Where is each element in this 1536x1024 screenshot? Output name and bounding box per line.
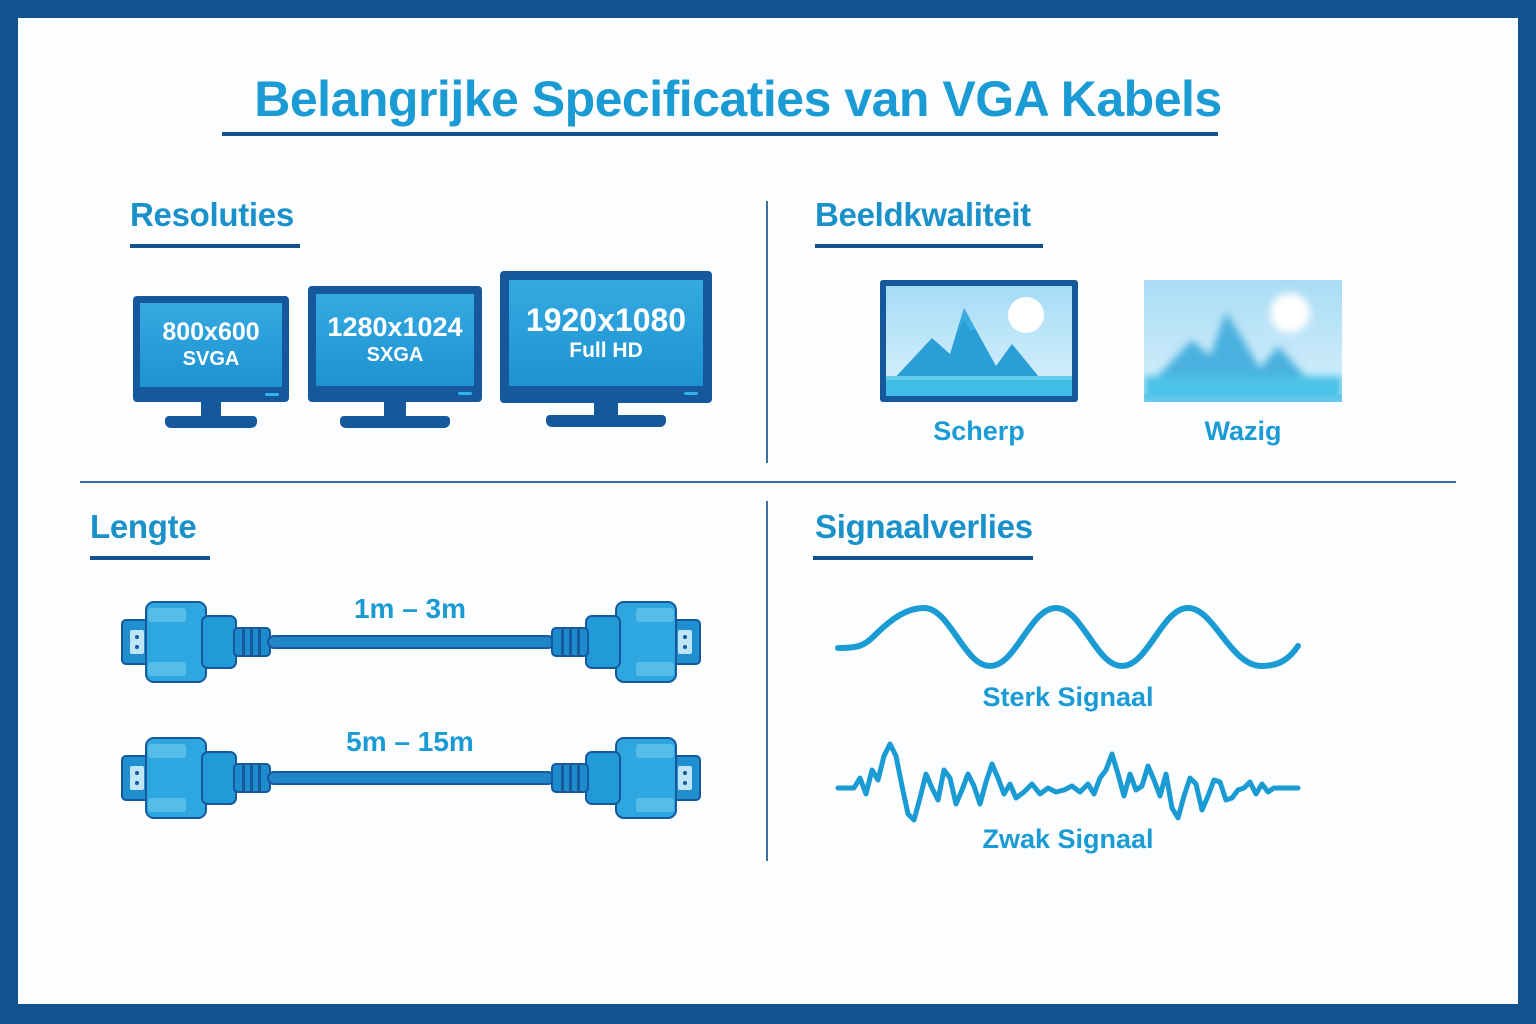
signal-label-sterk: Sterk Signaal (982, 682, 1154, 712)
resolution-value: 1280x1024 (327, 312, 463, 343)
infographic-frame: Belangrijke Specificaties van VGA Kabels… (18, 18, 1518, 1004)
image-label-wazig: Wazig (1204, 416, 1282, 446)
cable-length-label: 5m – 15m (346, 726, 474, 757)
section-heading-underline (130, 244, 300, 248)
cable-length-label: 1m – 3m (353, 593, 467, 624)
resolution-standard: Full HD (569, 339, 643, 362)
page-title: Belangrijke Specificaties van VGA Kabels (254, 71, 1222, 127)
section-heading-beeldkwaliteit: Beeldkwaliteit (815, 196, 1031, 233)
resolution-standard: SXGA (366, 343, 424, 366)
section-heading-underline (815, 244, 1043, 248)
noisy-wave-icon (835, 741, 1301, 823)
section-heading-underline (813, 556, 1033, 560)
vga-connector-right-icon (551, 737, 701, 819)
section-heading-lengte: Lengte (90, 508, 197, 545)
resolution-standard: SVGA (182, 347, 240, 370)
monitor-icon: 1280x1024 SXGA (308, 286, 482, 428)
smooth-wave-icon (835, 605, 1301, 669)
blurry-landscape-image-icon (1144, 280, 1342, 402)
vga-connector-left-icon (121, 601, 271, 683)
horizontal-divider (80, 481, 1456, 483)
resolution-value: 800x600 (162, 318, 260, 347)
signal-label-zwak: Zwak Signaal (982, 824, 1154, 854)
title-underline (222, 132, 1218, 136)
section-heading-resoluties: Resoluties (130, 196, 294, 233)
vga-connector-left-icon (121, 737, 271, 819)
section-heading-underline (90, 556, 210, 560)
vertical-divider-bottom (766, 501, 768, 861)
sharp-landscape-image-icon (880, 280, 1078, 402)
vga-connector-right-icon (551, 601, 701, 683)
monitor-icon: 800x600 SVGA (133, 296, 289, 428)
vertical-divider-top (766, 201, 768, 463)
section-heading-signaalverlies: Signaalverlies (815, 508, 1033, 545)
monitor-icon: 1920x1080 Full HD (500, 271, 712, 427)
vga-cable-icon (121, 601, 701, 683)
image-label-scherp: Scherp (933, 416, 1025, 446)
resolution-value: 1920x1080 (525, 301, 687, 338)
vga-cable-icon (121, 737, 701, 819)
